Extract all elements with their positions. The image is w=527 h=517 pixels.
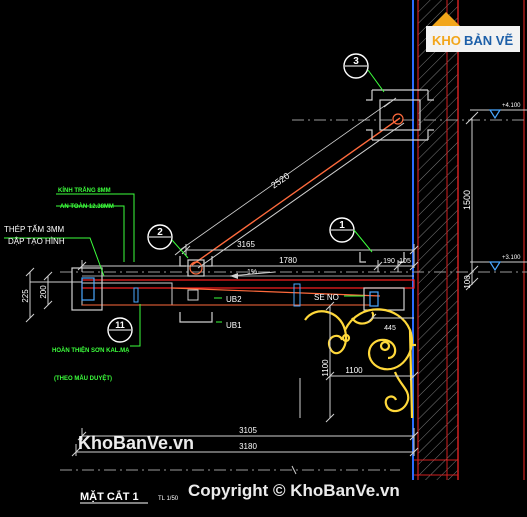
note-ub2: UB2: [226, 295, 242, 304]
slope-arrow: 1%: [229, 269, 276, 279]
dim-105: 105: [399, 258, 411, 265]
level-marker-mid: +3.100: [470, 255, 527, 272]
note-steel-line1: THÉP TẤM 3MM: [4, 224, 64, 234]
callout-2-number: 2: [157, 227, 163, 238]
level-top-label: +4.100: [502, 103, 521, 109]
tie-rod: [174, 97, 405, 269]
dim-225: 225: [21, 289, 30, 303]
title-main: MẶT CẮT 1: [80, 490, 139, 503]
logo-text-a: KHO: [432, 33, 461, 48]
dim-1100-horizontal: 1100: [345, 366, 363, 375]
dim-3180: 3180: [239, 442, 257, 451]
note-ub1: UB1: [226, 321, 242, 330]
level-marker-top: +4.100: [470, 103, 527, 120]
callout-11-number: 11: [115, 320, 125, 330]
dim-bottom: [71, 428, 419, 475]
logo-text-b: BẢN VẼ: [464, 33, 513, 48]
wall: [412, 0, 525, 480]
dim-left: [25, 267, 82, 323]
leader-lines: [4, 193, 364, 347]
dim-200: 200: [39, 285, 48, 299]
callout-2: 2: [147, 224, 189, 259]
dim-bracket: [299, 301, 419, 423]
dim-3105: 3105: [239, 426, 257, 435]
callout-1-number: 1: [339, 220, 345, 231]
level-mid-label: +3.100: [502, 255, 521, 261]
dim-1500: 1500: [462, 190, 472, 210]
watermark-bottom: Copyright © KhoBanVe.vn: [188, 481, 400, 500]
note-finish-line2: (THEO MẪU DUYỆT): [54, 374, 112, 382]
note-se-no: SE NO: [314, 293, 339, 302]
dim-100-right: 100: [463, 275, 472, 289]
callout-3: 3: [343, 53, 385, 93]
dim-190: 190: [383, 258, 395, 265]
level-lines: [60, 119, 527, 471]
note-glass-line2: AN TOÀN 12.38MM: [60, 203, 114, 210]
dim-1100-vertical: 1100: [321, 359, 330, 377]
dim-chain-top: [77, 244, 419, 272]
callout-3-number: 3: [353, 56, 359, 67]
note-glass-line1: KÍNH TRẮNG 8MM: [58, 186, 111, 194]
dim-3165: 3165: [237, 240, 255, 249]
decorative-bracket: [304, 308, 416, 419]
callout-11: 11: [107, 317, 133, 343]
dim-445: 445: [384, 325, 396, 332]
drawing-title: MẶT CẮT 1 TL 1/50: [80, 490, 179, 504]
dim-1780: 1780: [279, 256, 297, 265]
dim-vertical-right: [465, 111, 479, 291]
end-box-left: [71, 267, 103, 311]
logo: KHO BẢN VẼ: [426, 12, 520, 52]
title-scale: TL 1/50: [158, 496, 179, 502]
callout-1: 1: [329, 217, 373, 253]
anchor-top: [366, 89, 434, 141]
note-finish-line1: HOÀN THIỆN SƠN KAL.MẠ: [52, 346, 130, 354]
note-steel-line2: DẬP TẠO HÌNH: [8, 237, 65, 246]
slope-label: 1%: [247, 269, 257, 276]
watermark-left: KhoBanVe.vn: [78, 433, 194, 453]
